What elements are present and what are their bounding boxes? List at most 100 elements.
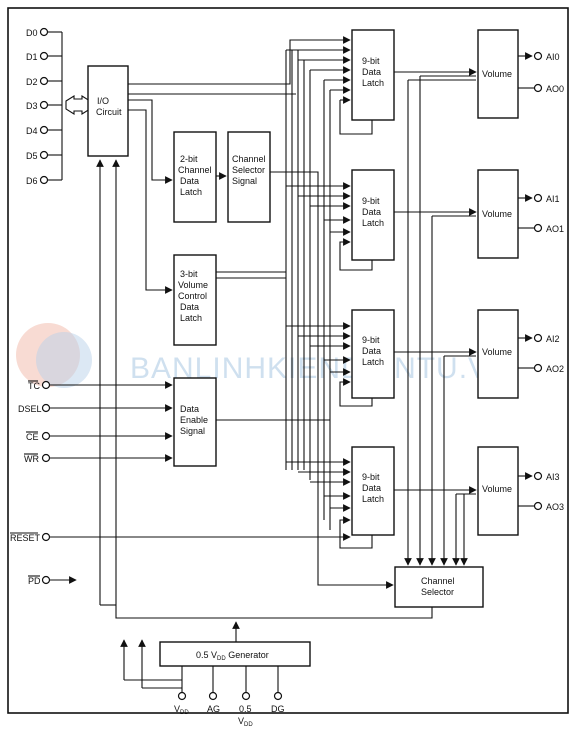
- svg-text:Data: Data: [180, 404, 199, 414]
- svg-text:D3: D3: [26, 101, 38, 111]
- channel-data-latch-block: 2-bit Channel Data Latch: [173, 131, 217, 223]
- vdd-pin: VDD: [174, 666, 189, 716]
- svg-text:Volume: Volume: [482, 347, 512, 357]
- dg-pin: DG: [271, 666, 285, 714]
- data-latch-1: 9-bit Data Latch: [351, 169, 395, 261]
- ce-pin: CE: [26, 431, 173, 442]
- svg-text:AO0: AO0: [546, 84, 564, 94]
- svg-text:AI1: AI1: [546, 194, 560, 204]
- svg-text:PD: PD: [28, 576, 41, 586]
- data-pin-d4: D4: [26, 125, 62, 136]
- vdd-generator-block: 0.5 VDD Generator: [159, 641, 311, 667]
- svg-text:AI2: AI2: [546, 334, 560, 344]
- svg-text:D4: D4: [26, 126, 38, 136]
- ao-pin-3: AO3: [518, 501, 564, 512]
- svg-text:Latch: Latch: [362, 494, 384, 504]
- svg-text:Data: Data: [362, 483, 381, 493]
- channel-selector-signal-block: Channel Selector Signal: [227, 131, 271, 223]
- svg-text:9-bit: 9-bit: [362, 56, 380, 66]
- svg-text:Circuit: Circuit: [96, 107, 122, 117]
- tc-pin: TC: [28, 380, 173, 391]
- svg-text:RESET: RESET: [10, 533, 41, 543]
- svg-text:0.5: 0.5: [239, 704, 252, 714]
- svg-text:DG: DG: [271, 704, 285, 714]
- svg-text:AG: AG: [207, 704, 220, 714]
- dsel-pin: DSEL: [18, 403, 173, 414]
- svg-text:Volume: Volume: [178, 280, 208, 290]
- data-pins: D0 D1 D2 D3 D4 D5 D6: [26, 27, 63, 186]
- svg-text:DSEL: DSEL: [18, 404, 42, 414]
- volume-control-latch-block: 3-bit Volume Control Data Latch: [173, 254, 217, 346]
- data-pin-d0: D0: [26, 27, 62, 38]
- control-pins: TC DSEL CE WR RESET PD: [10, 380, 351, 586]
- ai-pin-2: AI2: [518, 333, 560, 344]
- svg-text:Latch: Latch: [362, 357, 384, 367]
- svg-text:D1: D1: [26, 52, 38, 62]
- outer-frame: [7, 7, 569, 714]
- data-latch-2: 9-bit Data Latch: [351, 309, 395, 399]
- data-latch-0: 9-bit Data Latch: [351, 29, 395, 121]
- ao-pin-1: AO1: [518, 223, 564, 234]
- svg-text:Latch: Latch: [362, 78, 384, 88]
- svg-text:AI3: AI3: [546, 472, 560, 482]
- analog-pins: AI0 AO0 AI1 AO1 AI2 AO2 AI3 AO3: [518, 51, 564, 512]
- ai-pin-0: AI0: [518, 51, 560, 62]
- svg-text:Volume: Volume: [482, 209, 512, 219]
- pd-pin: PD: [28, 575, 77, 586]
- svg-text:D2: D2: [26, 77, 38, 87]
- svg-text:Data: Data: [180, 176, 199, 186]
- svg-text:D6: D6: [26, 176, 38, 186]
- data-pin-d5: D5: [26, 150, 62, 161]
- svg-text:Selector: Selector: [421, 587, 454, 597]
- svg-text:Latch: Latch: [180, 313, 202, 323]
- wr-pin: WR: [24, 453, 173, 464]
- data-bus-arrow: [65, 95, 91, 115]
- ai-pin-1: AI1: [518, 193, 560, 204]
- svg-text:VDD: VDD: [238, 716, 253, 728]
- volume-block-3: Volume: [477, 446, 519, 536]
- svg-text:Signal: Signal: [180, 426, 205, 436]
- reset-pin: RESET: [10, 532, 351, 543]
- svg-text:9-bit: 9-bit: [362, 196, 380, 206]
- svg-text:AO1: AO1: [546, 224, 564, 234]
- data-enable-signal-block: Data Enable Signal: [173, 377, 217, 467]
- svg-text:3-bit: 3-bit: [180, 269, 198, 279]
- svg-text:Channel: Channel: [178, 165, 212, 175]
- svg-text:Volume: Volume: [482, 484, 512, 494]
- io-circuit-block: I/O Circuit: [87, 65, 129, 157]
- svg-text:TC: TC: [28, 381, 40, 391]
- data-pin-d6: D6: [26, 175, 62, 186]
- svg-text:Data: Data: [362, 67, 381, 77]
- ag-pin: AG: [207, 666, 220, 714]
- svg-text:Channel: Channel: [421, 576, 455, 586]
- svg-text:Channel: Channel: [232, 154, 266, 164]
- svg-text:WR: WR: [24, 454, 39, 464]
- svg-text:9-bit: 9-bit: [362, 335, 380, 345]
- ao-pin-2: AO2: [518, 363, 564, 374]
- data-latch-3: 9-bit Data Latch: [351, 446, 395, 536]
- volume-block-1: Volume: [477, 169, 519, 259]
- svg-text:Enable: Enable: [180, 415, 208, 425]
- svg-text:Data: Data: [362, 346, 381, 356]
- svg-text:Data: Data: [180, 302, 199, 312]
- svg-text:Selector: Selector: [232, 165, 265, 175]
- ai-pin-3: AI3: [518, 471, 560, 482]
- svg-text:D0: D0: [26, 28, 38, 38]
- data-pin-d1: D1: [26, 51, 62, 62]
- svg-text:Signal: Signal: [232, 176, 257, 186]
- svg-text:0.5 VDD Generator: 0.5 VDD Generator: [196, 650, 269, 662]
- svg-text:9-bit: 9-bit: [362, 472, 380, 482]
- ao-pin-0: AO0: [518, 83, 564, 94]
- svg-text:AO3: AO3: [546, 502, 564, 512]
- svg-text:2-bit: 2-bit: [180, 154, 198, 164]
- data-pin-d2: D2: [26, 76, 62, 87]
- svg-text:Data: Data: [362, 207, 381, 217]
- volume-block-2: Volume: [477, 309, 519, 399]
- svg-text:AO2: AO2: [546, 364, 564, 374]
- wires: [96, 36, 477, 689]
- volume-block-0: Volume: [477, 29, 519, 119]
- svg-text:CE: CE: [26, 432, 39, 442]
